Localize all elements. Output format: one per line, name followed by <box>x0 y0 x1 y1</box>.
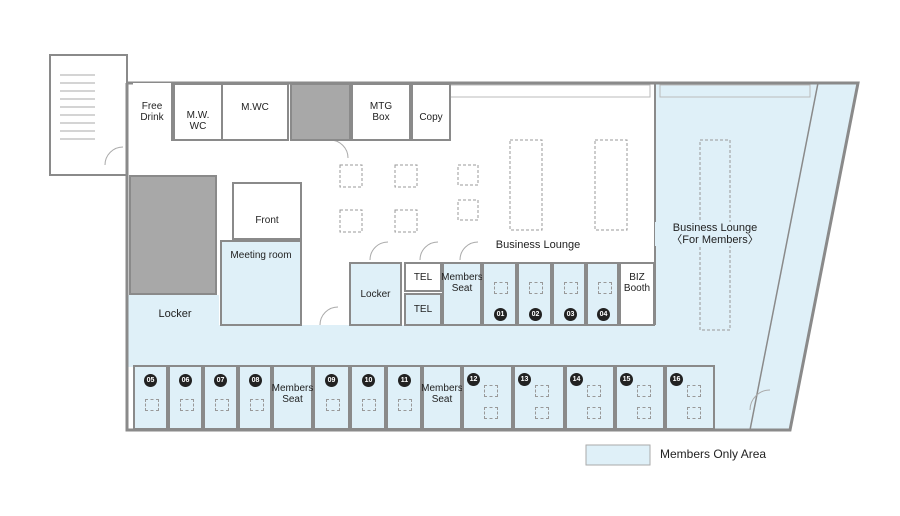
core-shaft-top <box>290 83 351 141</box>
room-tel-1: TEL <box>404 262 442 292</box>
booth-05: 05 <box>133 365 168 430</box>
booth-number: 01 <box>494 308 507 321</box>
booth-number: 11 <box>398 374 411 387</box>
room-front: Front <box>232 182 302 240</box>
booth-09: 09 <box>313 365 350 430</box>
booth-number: 03 <box>564 308 577 321</box>
room-members-seat-1: Members Seat <box>272 365 313 430</box>
booth-10: 10 <box>350 365 386 430</box>
booth-number: 04 <box>597 308 610 321</box>
booth-number: 10 <box>362 374 375 387</box>
label-business-lounge-members: Business Lounge 〈For Members〉 <box>655 222 775 246</box>
booth-number: 06 <box>179 374 192 387</box>
booth-08: 08 <box>238 365 272 430</box>
room-locker-left: Locker <box>158 308 192 320</box>
booth-07: 07 <box>203 365 238 430</box>
label-business-lounge: Business Lounge <box>495 239 581 251</box>
room-meeting-room: Meeting room <box>220 240 302 326</box>
booth-01: 01 <box>482 262 517 326</box>
core-shaft-left <box>129 175 217 295</box>
room-members-seat-2: Members Seat <box>421 365 463 430</box>
room-biz-booth: BIZ Booth <box>619 262 655 326</box>
legend-label: Members Only Area <box>660 447 767 461</box>
booth-15: 15 <box>615 365 665 430</box>
booth-number: 13 <box>518 373 531 386</box>
booth-number: 07 <box>214 374 227 387</box>
booth-13: 13 <box>513 365 565 430</box>
room-members-seat-mid: Members Seat <box>441 262 483 326</box>
booth-04: 04 <box>586 262 619 326</box>
booth-number: 08 <box>249 374 262 387</box>
booth-12: 12 <box>462 365 513 430</box>
booth-number: 02 <box>529 308 542 321</box>
booth-number: 14 <box>570 373 583 386</box>
booth-number: 12 <box>467 373 480 386</box>
booth-16: 16 <box>665 365 715 430</box>
room-copy: Copy <box>411 83 451 141</box>
booth-11: 11 <box>386 365 422 430</box>
members-corridor <box>127 325 717 367</box>
booth-02: 02 <box>517 262 552 326</box>
room-free-drink: Free Drink <box>133 83 173 141</box>
booth-14: 14 <box>565 365 615 430</box>
legend-swatch <box>585 444 651 466</box>
booth-number: 09 <box>325 374 338 387</box>
booth-03: 03 <box>552 262 586 326</box>
room-m-wc: M.WC <box>221 83 289 141</box>
room-mtg-box: MTG Box <box>351 83 411 141</box>
booth-06: 06 <box>168 365 203 430</box>
booth-number: 16 <box>670 373 683 386</box>
booth-number: 05 <box>144 374 157 387</box>
room-mw-wc: M.W. WC <box>173 83 223 141</box>
room-locker-mid: Locker <box>349 262 402 326</box>
booth-number: 15 <box>620 373 633 386</box>
room-tel-2: TEL <box>404 293 442 326</box>
